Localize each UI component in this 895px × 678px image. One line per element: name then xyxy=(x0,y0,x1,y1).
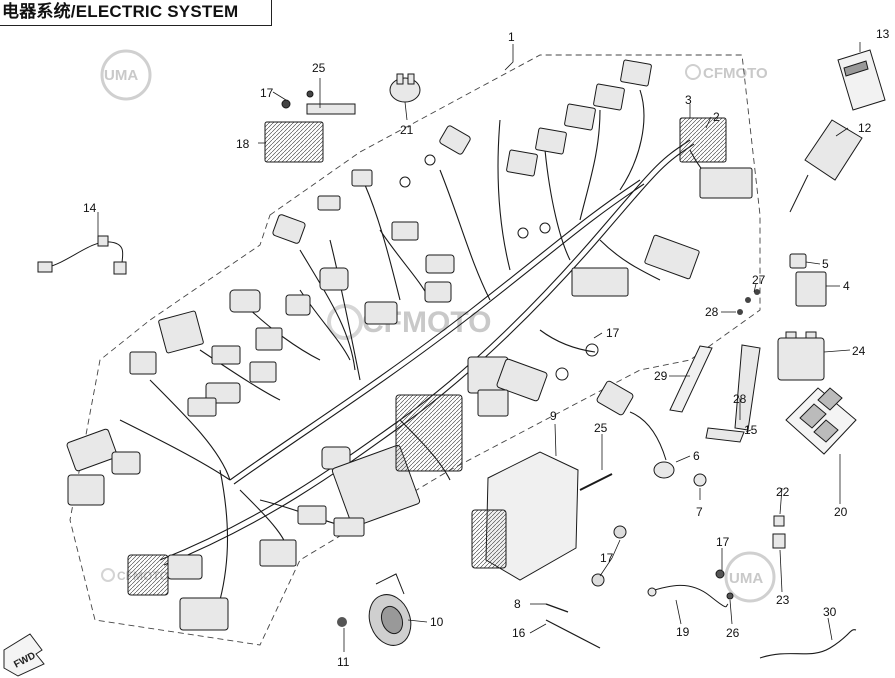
svg-text:UMA: UMA xyxy=(729,570,763,587)
callout-8: 8 xyxy=(514,597,521,611)
callout-5: 5 xyxy=(822,257,829,271)
callout-4: 4 xyxy=(843,279,850,293)
part-horn-10 xyxy=(368,573,412,646)
part-rectifier-regulator xyxy=(264,90,356,163)
callout-1: 1 xyxy=(508,30,515,44)
callout-19: 19 xyxy=(676,625,690,639)
callout-17-ecu: 17 xyxy=(600,551,614,565)
part-relay-4 xyxy=(795,271,827,307)
part-sensor-wire-14 xyxy=(37,235,127,275)
callout-28-bracket: 28 xyxy=(733,392,747,406)
callout-2: 2 xyxy=(713,110,720,124)
leader-lines xyxy=(97,42,861,652)
part-relay-21 xyxy=(389,73,421,103)
callout-numbers: 1 2 3 4 5 6 7 8 9 10 11 12 13 14 15 16 1… xyxy=(83,27,890,669)
callout-3: 3 xyxy=(685,93,692,107)
callout-6: 6 xyxy=(693,449,700,463)
main-wire-harness xyxy=(119,89,721,601)
callout-25: 25 xyxy=(312,61,326,75)
callout-13: 13 xyxy=(876,27,890,41)
part-fuse-5 xyxy=(789,253,807,269)
part-strap-29 xyxy=(669,345,713,413)
callout-24: 24 xyxy=(852,344,866,358)
callout-11: 11 xyxy=(337,655,350,669)
page-title: 电器系统/ELECTRIC SYSTEM xyxy=(0,0,272,26)
callout-28: 28 xyxy=(705,305,719,319)
callout-26: 26 xyxy=(726,626,740,640)
callout-22: 22 xyxy=(776,485,790,499)
callout-30: 30 xyxy=(823,605,837,619)
svg-text:UMA: UMA xyxy=(104,67,138,84)
callout-7: 7 xyxy=(696,505,703,519)
callout-17: 17 xyxy=(606,326,620,340)
callout-9: 9 xyxy=(550,409,557,423)
callout-10: 10 xyxy=(430,615,444,629)
callout-14: 14 xyxy=(83,201,97,215)
callout-18: 18 xyxy=(236,137,250,151)
callout-27: 27 xyxy=(752,273,766,287)
part-module-12 xyxy=(789,119,863,213)
part-bolt-11 xyxy=(337,617,347,627)
callout-20: 20 xyxy=(834,505,848,519)
part-bracket-15 xyxy=(705,344,761,443)
callout-16: 16 xyxy=(512,626,526,640)
harness-connectors xyxy=(66,59,753,631)
part-foam-sheet-20 xyxy=(785,387,857,455)
callout-15: 15 xyxy=(744,423,758,437)
forward-direction-arrow: FWD xyxy=(3,633,45,677)
watermark-cfmoto-center: CFMOTO xyxy=(327,304,491,340)
part-cable-30 xyxy=(759,629,857,659)
callout-29: 29 xyxy=(654,369,668,383)
part-label-card-13 xyxy=(837,49,886,111)
svg-text:CFMOTO: CFMOTO xyxy=(703,65,768,82)
part-sensor-19 xyxy=(647,569,734,608)
watermark-cfmoto-top-right: CFMOTO xyxy=(685,64,768,82)
callout-12: 12 xyxy=(858,121,872,135)
callout-17-sensor: 17 xyxy=(716,535,730,549)
part-ecu-9 xyxy=(471,451,627,587)
callout-21: 21 xyxy=(400,123,414,137)
part-fuse-22-23 xyxy=(772,515,786,549)
watermark-uma-top-left: UMA xyxy=(100,49,152,101)
watermark-uma-bottom-right: UMA xyxy=(724,551,776,603)
part-rod-16 xyxy=(545,619,601,649)
callout-25-ecu: 25 xyxy=(594,421,608,435)
ring-terminals xyxy=(399,154,599,381)
callout-23: 23 xyxy=(776,593,790,607)
callout-17-rectifier: 17 xyxy=(260,86,274,100)
part-clips-27-28 xyxy=(737,289,760,315)
part-battery-24 xyxy=(777,331,825,381)
part-sensor-6 xyxy=(596,380,707,487)
part-bolt-8 xyxy=(545,603,569,613)
